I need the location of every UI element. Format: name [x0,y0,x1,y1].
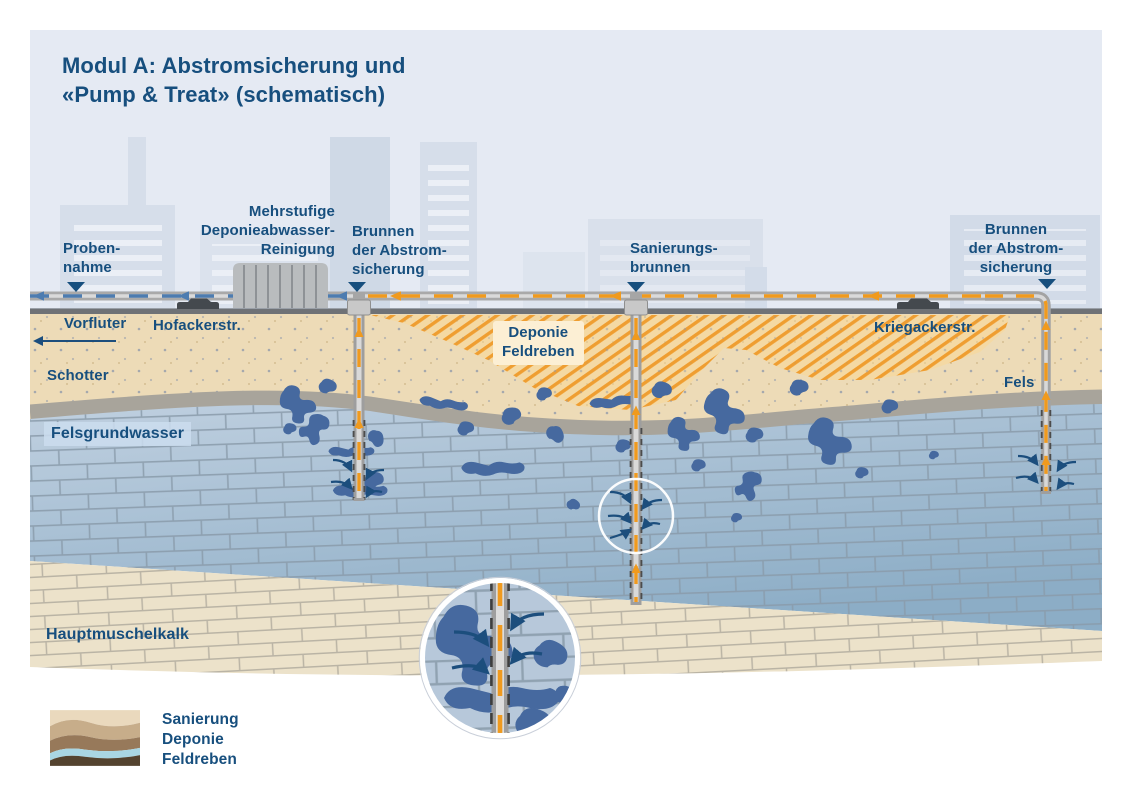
flow-arrow-icon [336,291,347,301]
logo-icon [50,710,140,766]
label-kriegackerstr: Kriegackerstr. [874,319,976,336]
inflow-arrows [1015,453,1077,491]
chimney [128,137,146,207]
building [745,267,767,312]
vorfluter-arrow [33,336,116,346]
pointer-down-icon [348,282,366,292]
label-well-west: Brunnen der Abstrom- sicherung [352,223,447,278]
cross-section-illustration [30,30,1102,740]
title-prefix: Modul A: [62,53,157,78]
label-vorfluter: Vorfluter [64,315,127,332]
flow-arrow-icon [610,291,621,301]
label-hauptmuschelkalk: Hauptmuschelkalk [46,626,189,643]
well-abstromsicherung-west [330,292,385,501]
up-flow-arrow-icon [1041,390,1051,400]
building [523,252,585,312]
inflow-arrows [451,612,545,675]
label-hofackerstr: Hofackerstr. [153,317,241,334]
detail-indicator-circle [597,477,675,555]
label-deponie-feldreben: Deponie Feldreben [493,321,584,365]
well-abstromsicherung-east [985,291,1077,494]
label-felsgrundwasser: Felsgrundwasser [44,422,192,446]
label-schotter: Schotter [47,367,109,384]
label-sanierungsbrunnen: Sanierungs- brunnen [630,240,718,276]
label-treatment-plant: Mehrstufige Deponieabwasser- Reinigung [200,203,335,258]
up-flow-arrow-icon [354,418,364,428]
up-flow-arrow-icon [631,330,641,340]
up-flow-arrow-icon [1041,320,1051,330]
label-pointers [67,279,1056,292]
pointer-down-icon [627,282,645,292]
weathered-band [30,389,1102,436]
flow-arrow-icon [868,291,879,301]
inflow-arrows [607,490,663,540]
up-flow-arrow-icon [631,405,641,415]
pointer-down-icon [1038,279,1056,289]
flow-arrow-icon [33,291,44,301]
label-fels: Fels [1004,374,1035,391]
flow-arrow-icon [178,291,189,301]
well-sanierungsbrunnen [597,292,675,605]
discharge-pipe [30,291,985,301]
up-flow-arrow-icon [1041,455,1051,465]
flow-arrow-icon [390,291,401,301]
inflow-arrows [330,458,385,499]
label-probennahme: Proben- nahme [63,240,121,276]
road-surface [30,298,1102,314]
up-flow-arrow-icon [631,563,641,573]
pointer-down-icon [67,282,85,292]
up-flow-arrow-icon [354,327,364,337]
logo-text: Sanierung Deponie Feldreben [162,711,239,769]
car-icon [897,298,939,309]
page-title: Modul A: Abstromsicherung und«Pump & Tre… [62,53,406,107]
car-icon [177,298,219,309]
treatment-plant [233,263,328,315]
magnifier-circle [418,576,582,740]
label-well-east: Brunnen der Abstrom- sicherung [968,221,1064,276]
